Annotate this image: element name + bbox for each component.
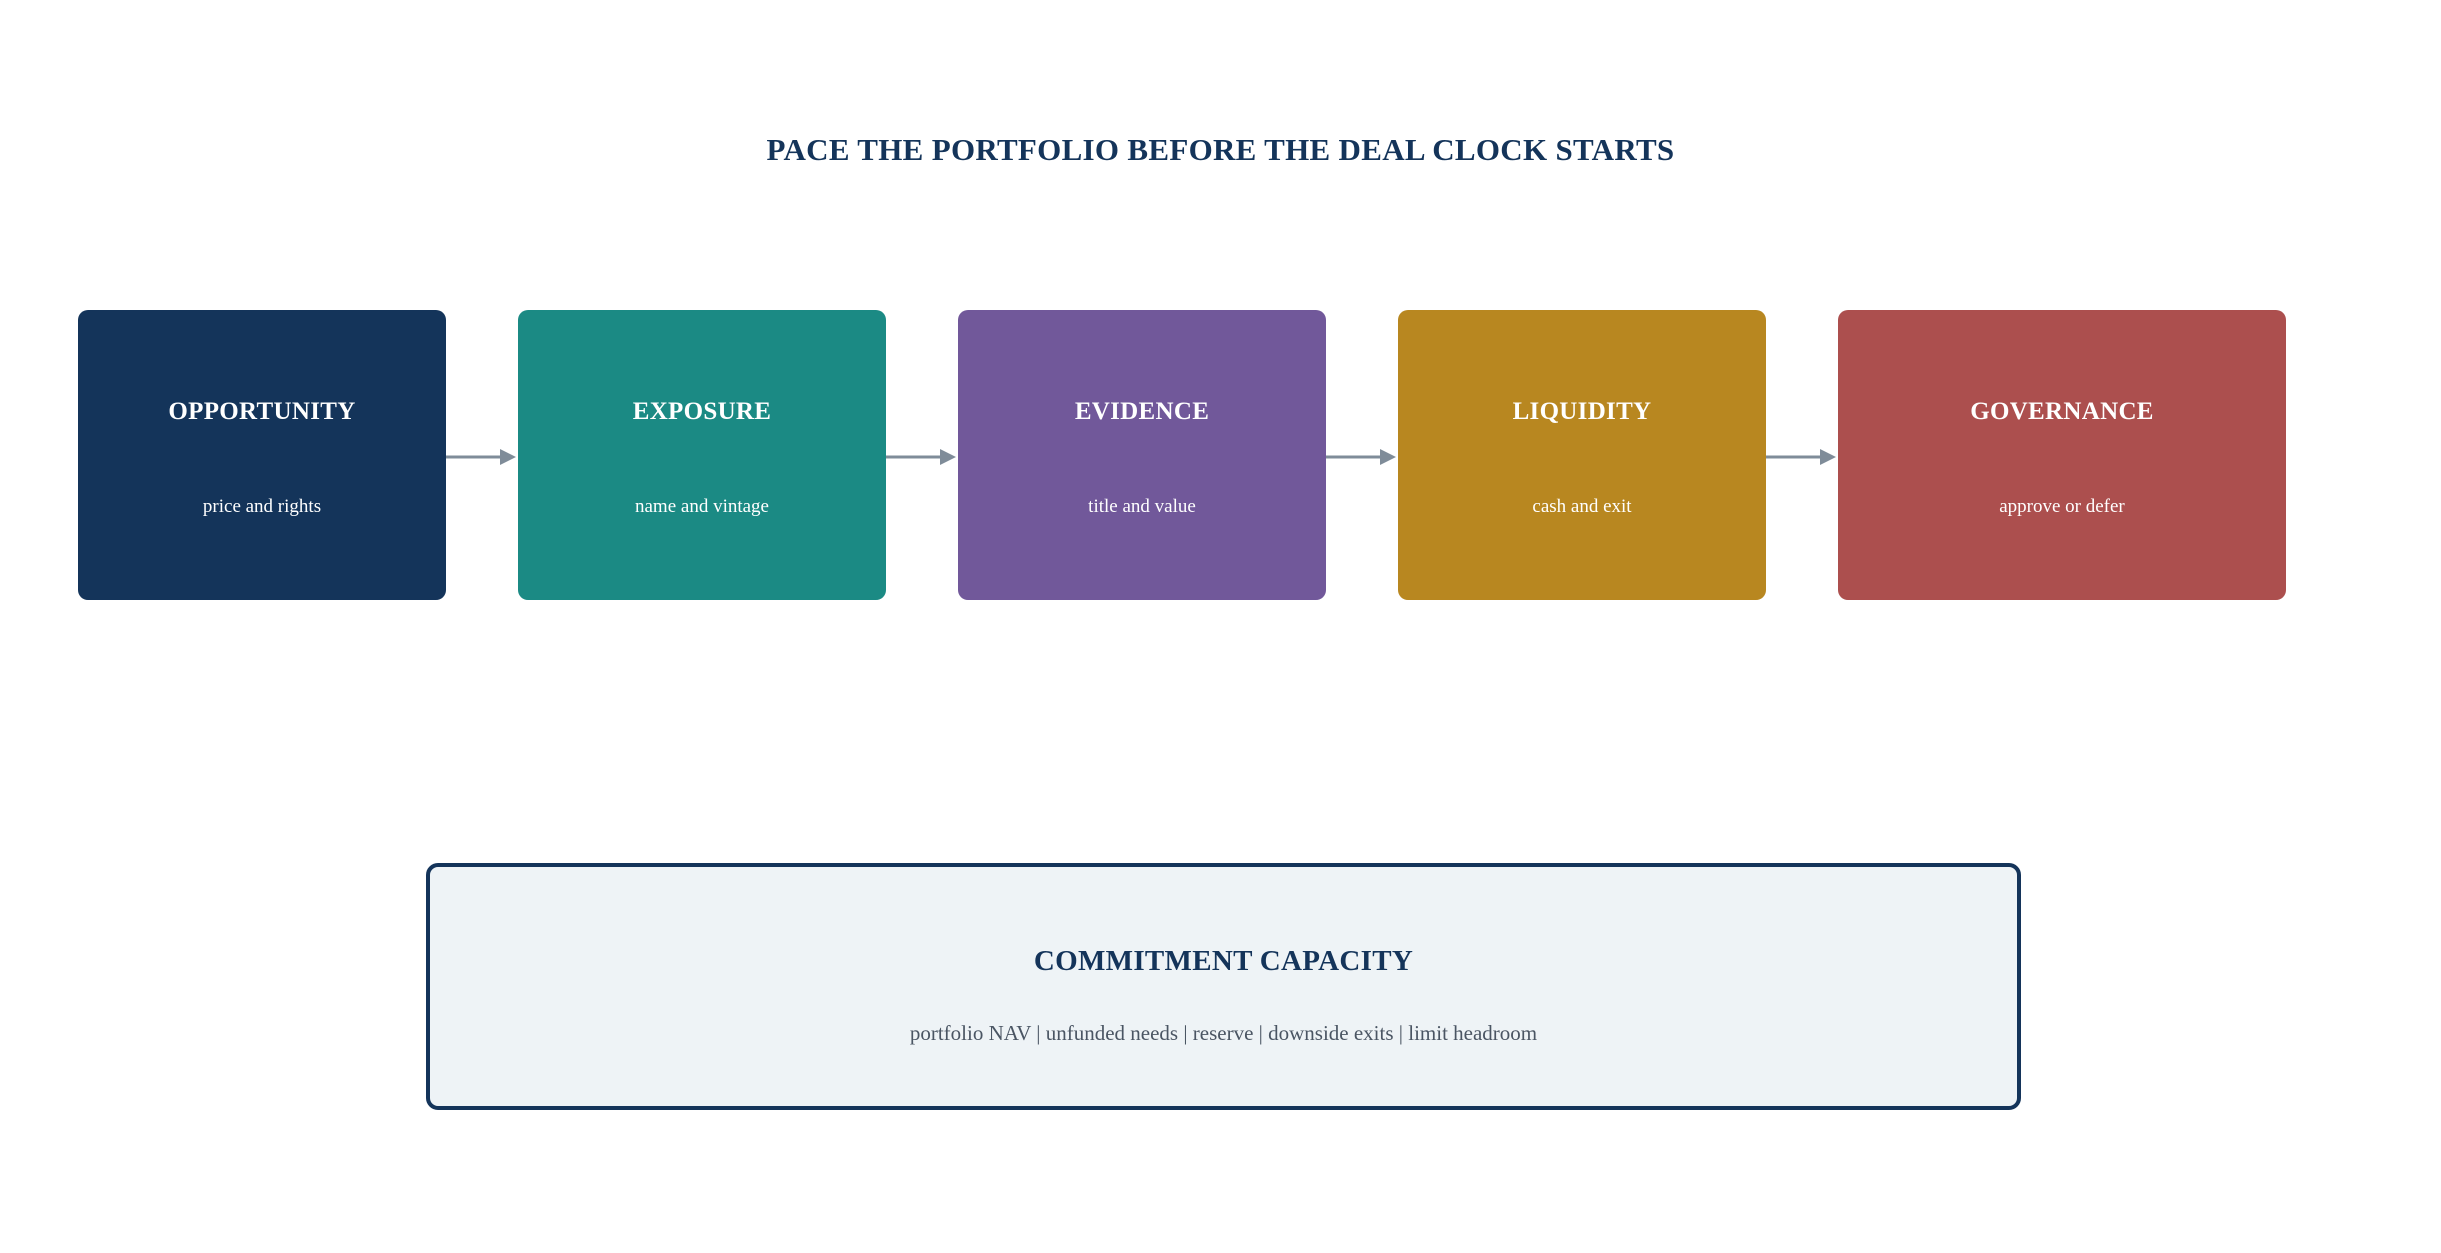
diagram-title: PACE THE PORTFOLIO BEFORE THE DEAL CLOCK… <box>766 132 1675 167</box>
stage-title: GOVERNANCE <box>1970 398 2154 425</box>
commitment-capacity-box: COMMITMENT CAPACITY portfolio NAV | unfu… <box>426 863 2021 1110</box>
capacity-title: COMMITMENT CAPACITY <box>1033 945 1414 977</box>
arrow-exposure-to-evidence <box>886 449 956 465</box>
stage-title: OPPORTUNITY <box>168 398 356 425</box>
stage-subtitle: approve or defer <box>1999 496 2125 517</box>
stage-evidence: EVIDENCE title and value <box>958 310 1326 600</box>
stage-subtitle: name and vintage <box>634 496 769 517</box>
stage-governance: GOVERNANCE approve or defer <box>1838 310 2286 600</box>
stage-subtitle: title and value <box>1088 496 1196 517</box>
stage-exposure: EXPOSURE name and vintage <box>518 310 886 600</box>
stage-title: EVIDENCE <box>1074 398 1210 425</box>
stage-opportunity: OPPORTUNITY price and rights <box>78 310 446 600</box>
capacity-subtitle: portfolio NAV | unfunded needs | reserve… <box>909 1021 1538 1045</box>
stage-liquidity: LIQUIDITY cash and exit <box>1398 310 1766 600</box>
stage-subtitle: cash and exit <box>1532 496 1632 517</box>
stage-title: EXPOSURE <box>632 398 772 425</box>
arrow-liquidity-to-governance <box>1766 449 1836 465</box>
arrow-opportunity-to-exposure <box>446 449 516 465</box>
stage-subtitle: price and rights <box>202 496 322 517</box>
arrow-evidence-to-liquidity <box>1326 449 1396 465</box>
stage-title: LIQUIDITY <box>1512 398 1652 425</box>
